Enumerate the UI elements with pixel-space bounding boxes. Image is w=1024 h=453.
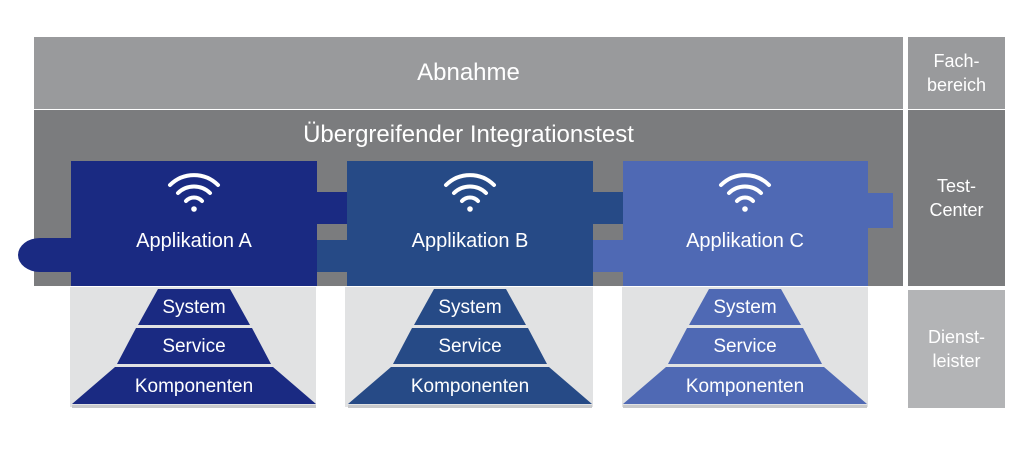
puzzle-knob-a-left <box>18 238 72 272</box>
side-label-fachbereich: Fach- bereich <box>908 37 1005 109</box>
pyramid-b-service-label: Service <box>438 336 501 357</box>
pyramid-a-system <box>138 289 250 325</box>
pyramid-c-komponenten <box>623 367 867 404</box>
layer-abnahme-label: Abnahme <box>417 59 520 86</box>
application-b-label: Applikation B <box>412 230 529 252</box>
pyramid-c-service <box>668 328 822 364</box>
pyramid-a-base-shadow <box>72 405 316 408</box>
application-c-piece <box>623 161 868 286</box>
application-c-label: Applikation C <box>686 230 804 252</box>
side-label-testcenter: Test- Center <box>908 110 1005 286</box>
pyramid-c-system-label: System <box>713 297 776 318</box>
pyramid-b-system <box>414 289 526 325</box>
pyramid-b-komponenten <box>348 367 592 404</box>
pyramid-b-service <box>393 328 547 364</box>
puzzle-tab-c-right <box>867 193 893 228</box>
wifi-icon <box>168 173 220 212</box>
pyramid-a-komponenten <box>72 367 316 404</box>
pyramid-c-service-label: Service <box>713 336 776 357</box>
application-a-label: Applikation A <box>136 230 252 252</box>
wifi-icon <box>444 173 496 212</box>
pyramid-b-komponenten-label: Komponenten <box>411 376 529 397</box>
layer-integrationstest-label: Übergreifender Integrationstest <box>303 121 634 148</box>
pyramid-b-base-shadow <box>348 405 592 408</box>
application-a-piece <box>71 161 317 286</box>
pyramid-a-service <box>117 328 271 364</box>
application-b-piece <box>347 161 593 286</box>
layer-abnahme: Abnahme <box>34 37 903 109</box>
pyramid-a-system-label: System <box>162 297 225 318</box>
pyramid-c-system <box>689 289 801 325</box>
pyramid-a-komponenten-label: Komponenten <box>135 376 253 397</box>
pyramid-b-system-label: System <box>438 297 501 318</box>
pyramid-c-komponenten-label: Komponenten <box>686 376 804 397</box>
side-label-dienstleister: Dienst- leister <box>908 290 1005 408</box>
pyramid-c-base-shadow <box>623 405 867 408</box>
pyramid-a-service-label: Service <box>162 336 225 357</box>
wifi-icon <box>719 173 771 212</box>
